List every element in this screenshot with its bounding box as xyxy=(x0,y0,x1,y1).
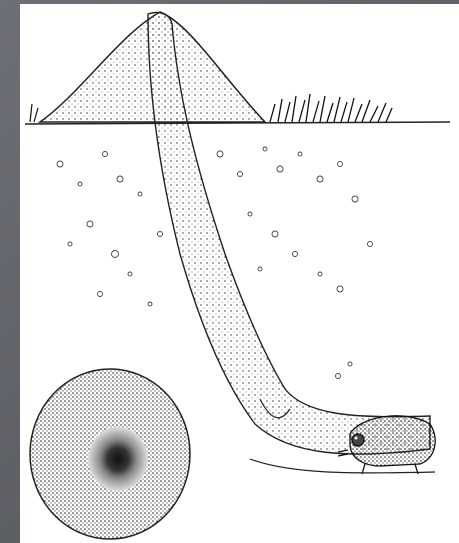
burrow-illustration xyxy=(20,4,459,543)
grass-tuft xyxy=(270,94,392,122)
nest-center xyxy=(88,427,148,491)
small-plant xyxy=(30,104,38,122)
illustration-panel xyxy=(20,4,459,543)
